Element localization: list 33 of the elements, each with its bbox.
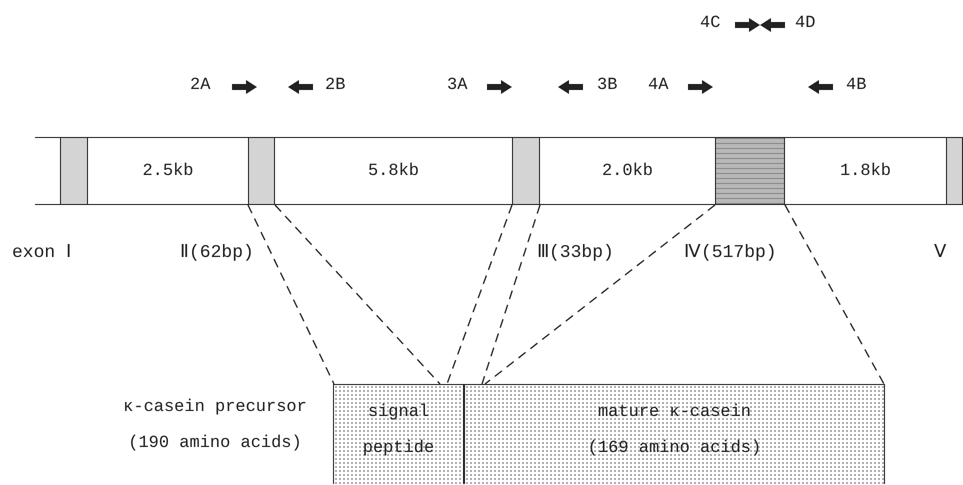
length-label: 5.8kb xyxy=(368,162,419,180)
dashed-line xyxy=(784,204,885,384)
dashed-line xyxy=(484,204,716,385)
exon-label: Ⅳ(517bp) xyxy=(684,242,777,263)
primer-label: 4D xyxy=(795,14,816,33)
dashed-line xyxy=(446,204,513,384)
dashed-line xyxy=(481,204,541,384)
primer-label: 4A xyxy=(648,76,668,95)
protein-region-box xyxy=(333,384,464,484)
length-label: 1.8kb xyxy=(840,162,891,180)
region-label: signal peptide xyxy=(362,402,436,460)
primer-label: 2B xyxy=(325,76,346,95)
exon-label: Ⅱ(62bp) xyxy=(180,242,254,263)
primer-label: 2A xyxy=(190,76,210,95)
exon-bar xyxy=(60,137,88,205)
protein-label: κ-casein precursor (190 amino acids) xyxy=(122,397,308,455)
length-label: 2.0kb xyxy=(602,162,653,180)
exon-label: exon Ⅰ xyxy=(12,242,72,263)
primer-label: 3A xyxy=(447,76,468,95)
dashed-line xyxy=(274,204,440,384)
exon-label: Ⅲ(33bp) xyxy=(537,242,614,263)
dashed-line xyxy=(247,204,335,384)
exon-bar xyxy=(715,137,785,205)
primer-label: 3B xyxy=(597,76,618,95)
exon-bar xyxy=(512,137,540,205)
exon-bar xyxy=(946,137,963,205)
primer-label: 4B xyxy=(846,76,866,95)
length-label: 2.5kb xyxy=(142,162,194,180)
region-label: mature κ-casein (169 amino acids) xyxy=(586,402,762,460)
primer-label: 4C xyxy=(700,14,720,33)
exon-label: Ⅴ xyxy=(934,242,946,263)
protein-region-box xyxy=(464,384,885,484)
exon-bar xyxy=(248,137,275,205)
